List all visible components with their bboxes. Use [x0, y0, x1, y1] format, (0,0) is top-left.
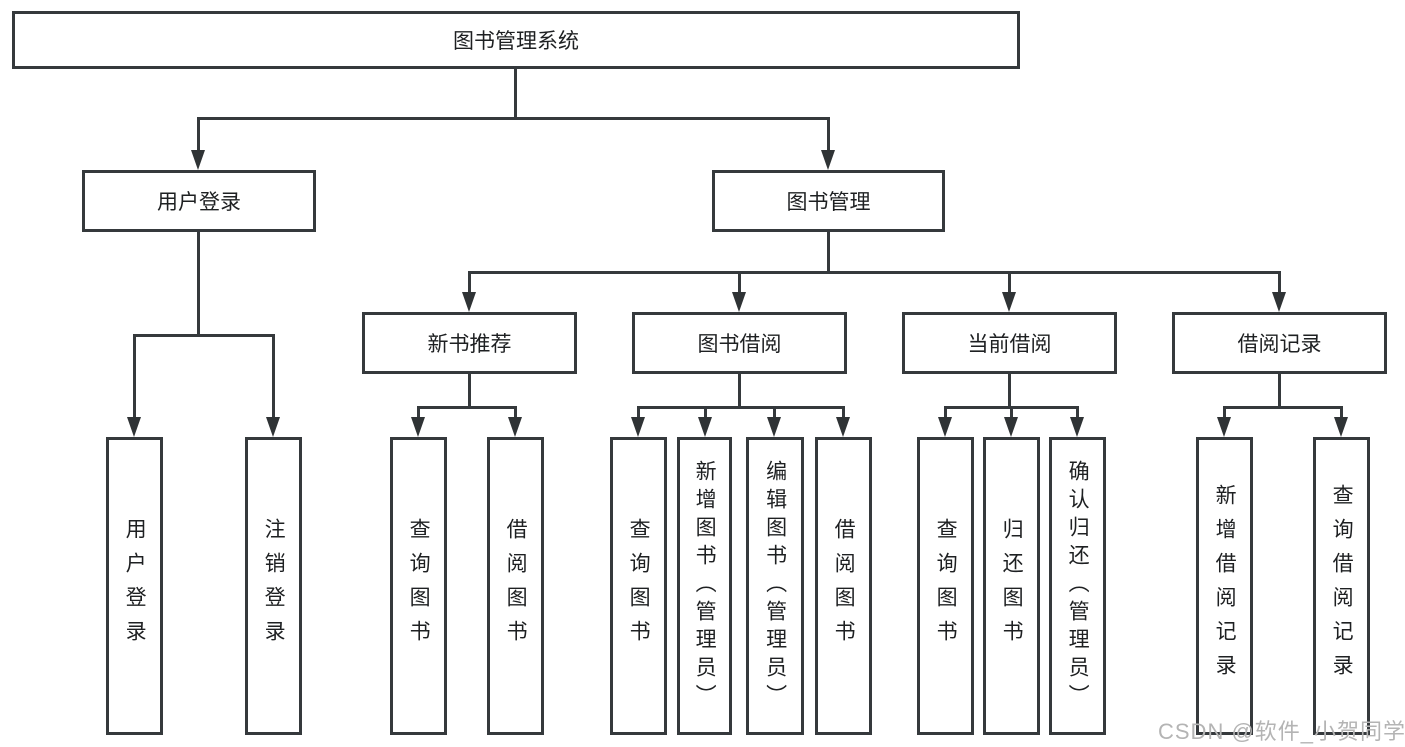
connector-vline — [1076, 406, 1079, 419]
node-new-book-recommend-label: 新书推荐 — [427, 333, 512, 356]
connector-vline — [944, 406, 947, 419]
connector-arrowhead — [631, 417, 645, 437]
connector-arrowhead — [836, 417, 850, 437]
connector-vline — [1278, 271, 1281, 294]
connector-vline — [1008, 374, 1011, 408]
connector-arrowhead — [462, 292, 476, 312]
connector-hline — [468, 271, 1281, 274]
connector-vline — [842, 406, 845, 419]
connector-arrowhead — [508, 417, 522, 437]
connector-vline — [1278, 374, 1281, 408]
connector-vline — [827, 117, 830, 151]
connector-arrowhead — [1217, 417, 1231, 437]
node-book-management: 图书管理 — [712, 170, 945, 232]
leaf-add-borrow-record-label: 新增借阅记录 — [1213, 484, 1237, 688]
node-borrow-records-label: 借阅记录 — [1237, 333, 1322, 356]
leaf-user-login-label: 用户登录 — [123, 518, 147, 654]
connector-vline — [637, 406, 640, 419]
connector-vline — [272, 334, 275, 418]
connector-vline — [197, 232, 200, 336]
connector-vline — [197, 117, 200, 151]
leaf-query-books-2-label: 查询图书 — [627, 518, 651, 654]
node-user-login-label: 用户登录 — [157, 191, 241, 214]
leaf-add-books-admin-label: 新增图书（管理员） — [693, 460, 717, 712]
connector-arrowhead — [127, 417, 141, 437]
leaf-return-books: 归还图书 — [983, 437, 1040, 735]
leaf-borrow-books-2-label: 借阅图书 — [832, 518, 856, 654]
connector-vline — [1010, 406, 1013, 419]
leaf-query-books-1-label: 查询图书 — [407, 518, 431, 654]
connector-vline — [738, 271, 741, 294]
leaf-return-books-label: 归还图书 — [1000, 518, 1024, 654]
node-book-management-label: 图书管理 — [786, 191, 871, 214]
node-root: 图书管理系统 — [12, 11, 1020, 69]
connector-vline — [1223, 406, 1226, 419]
connector-arrowhead — [732, 292, 746, 312]
connector-hline — [1223, 406, 1343, 409]
connector-hline — [133, 334, 275, 337]
connector-vline — [468, 271, 471, 294]
node-current-borrow: 当前借阅 — [902, 312, 1117, 374]
node-book-borrow-label: 图书借阅 — [697, 333, 782, 356]
leaf-query-books-3-label: 查询图书 — [934, 518, 958, 654]
node-current-borrow-label: 当前借阅 — [967, 333, 1052, 356]
connector-arrowhead — [1272, 292, 1286, 312]
node-borrow-records: 借阅记录 — [1172, 312, 1387, 374]
connector-vline — [514, 69, 517, 118]
node-root-label: 图书管理系统 — [453, 30, 579, 53]
leaf-query-borrow-record: 查询借阅记录 — [1313, 437, 1370, 735]
connector-arrowhead — [698, 417, 712, 437]
connector-arrowhead — [938, 417, 952, 437]
connector-arrowhead — [191, 150, 205, 170]
connector-arrowhead — [821, 150, 835, 170]
node-book-borrow: 图书借阅 — [632, 312, 847, 374]
leaf-add-borrow-record: 新增借阅记录 — [1196, 437, 1253, 735]
node-user-login: 用户登录 — [82, 170, 316, 232]
leaf-borrow-books-1-label: 借阅图书 — [504, 518, 528, 654]
leaf-add-books-admin: 新增图书（管理员） — [677, 437, 732, 735]
leaf-edit-books-admin: 编辑图书（管理员） — [746, 437, 804, 735]
connector-vline — [704, 406, 707, 419]
leaf-user-login: 用户登录 — [106, 437, 163, 735]
connector-hline — [417, 406, 517, 409]
connector-arrowhead — [266, 417, 280, 437]
csdn-watermark: CSDN @软件_小贺同学 — [1158, 719, 1405, 744]
connector-vline — [133, 334, 136, 418]
connector-vline — [773, 406, 776, 419]
connector-vline — [468, 374, 471, 408]
connector-vline — [827, 232, 830, 274]
leaf-confirm-return-admin-label: 确认归还（管理员） — [1066, 460, 1090, 712]
connector-hline — [197, 117, 830, 120]
connector-vline — [1008, 271, 1011, 294]
leaf-edit-books-admin-label: 编辑图书（管理员） — [763, 460, 787, 712]
leaf-query-books-3: 查询图书 — [917, 437, 974, 735]
leaf-borrow-books-2: 借阅图书 — [815, 437, 872, 735]
node-new-book-recommend: 新书推荐 — [362, 312, 577, 374]
connector-vline — [738, 374, 741, 408]
connector-arrowhead — [1002, 292, 1016, 312]
connector-arrowhead — [1004, 417, 1018, 437]
connector-arrowhead — [1070, 417, 1084, 437]
leaf-logout-label: 注销登录 — [262, 518, 286, 654]
connector-arrowhead — [1334, 417, 1348, 437]
connector-vline — [1340, 406, 1343, 419]
leaf-logout: 注销登录 — [245, 437, 302, 735]
leaf-borrow-books-1: 借阅图书 — [487, 437, 544, 735]
connector-arrowhead — [767, 417, 781, 437]
connector-arrowhead — [411, 417, 425, 437]
leaf-query-books-1: 查询图书 — [390, 437, 447, 735]
connector-hline — [637, 406, 845, 409]
connector-vline — [417, 406, 420, 419]
leaf-query-books-2: 查询图书 — [610, 437, 667, 735]
leaf-confirm-return-admin: 确认归还（管理员） — [1049, 437, 1106, 735]
connector-vline — [514, 406, 517, 419]
leaf-query-borrow-record-label: 查询借阅记录 — [1330, 484, 1354, 688]
